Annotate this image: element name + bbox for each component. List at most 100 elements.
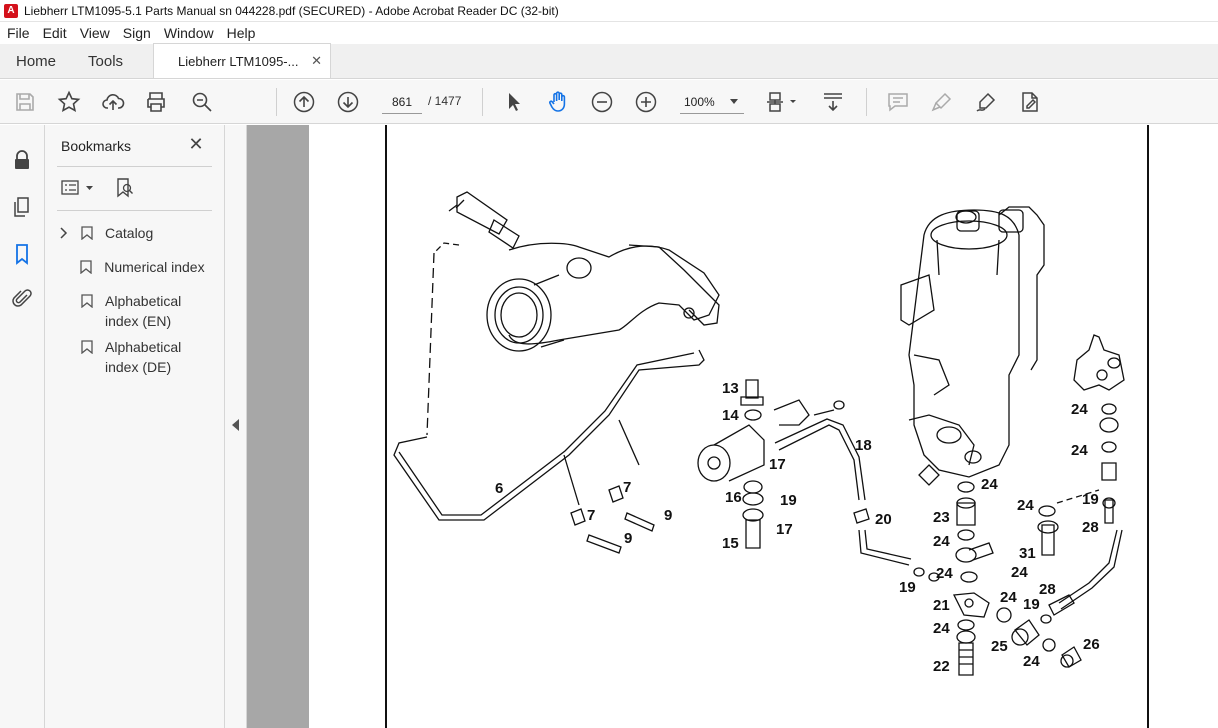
close-tab-icon[interactable]: ✕ — [311, 53, 323, 68]
part-label: 24 — [933, 533, 950, 550]
edit-document-icon[interactable] — [1018, 90, 1042, 114]
next-page-icon[interactable] — [336, 90, 360, 114]
part-label: 7 — [587, 507, 595, 524]
part-label: 24 — [933, 620, 950, 637]
print-icon[interactable] — [144, 90, 168, 114]
part-label: 19 — [899, 579, 916, 596]
part-label: 23 — [933, 509, 950, 526]
tab-bar: Home Tools Liebherr LTM1095-... ✕ — [0, 43, 1218, 79]
divider — [57, 166, 212, 167]
lock-icon[interactable] — [10, 148, 34, 172]
part-label: 22 — [933, 658, 950, 675]
part-label: 13 — [722, 380, 739, 397]
bookmark-label: Catalog — [105, 225, 154, 241]
toolbar — [0, 80, 1218, 124]
menu-edit[interactable]: Edit — [42, 25, 67, 41]
page-total: / 1477 — [428, 94, 462, 108]
menu-file[interactable]: File — [7, 25, 30, 41]
part-label: 24 — [1017, 497, 1034, 514]
select-cursor-icon[interactable] — [502, 90, 526, 114]
comment-icon[interactable] — [886, 90, 910, 114]
part-label: 9 — [624, 530, 632, 547]
acrobat-icon: A — [4, 3, 18, 18]
page-fit-icon[interactable] — [766, 90, 800, 114]
bookmarks-panel: Bookmarks ✕ Catalog Numerical index Alph… — [45, 125, 225, 728]
part-label: 19 — [780, 492, 797, 509]
bookmark-label: Alphabetical index (EN) — [105, 293, 182, 329]
part-label: 9 — [664, 507, 672, 524]
bookmark-icon — [81, 226, 93, 240]
panel-collapse-strip[interactable] — [225, 125, 247, 728]
bookmark-icon — [81, 340, 93, 354]
part-label: 18 — [855, 437, 872, 454]
part-label: 24 — [936, 565, 953, 582]
part-label: 20 — [875, 511, 892, 528]
bookmark-label: Numerical index — [104, 259, 205, 275]
bookmark-panel-icon[interactable] — [10, 242, 34, 266]
part-label: 17 — [769, 456, 786, 473]
parts-diagram: 13 14 18 6 7 7 9 9 17 16 19 17 15 20 24 … — [385, 125, 1149, 728]
left-rail — [0, 125, 45, 728]
document-viewer[interactable]: 13 14 18 6 7 7 9 9 17 16 19 17 15 20 24 … — [247, 125, 1218, 728]
bookmarks-title: Bookmarks — [61, 138, 132, 154]
page-number-input[interactable] — [382, 90, 422, 114]
window-title: Liebherr LTM1095-5.1 Parts Manual sn 044… — [24, 3, 559, 18]
previous-page-icon[interactable] — [292, 90, 316, 114]
new-bookmark-icon[interactable] — [113, 177, 135, 199]
toolbar-separator — [276, 88, 277, 116]
menu-window[interactable]: Window — [163, 25, 214, 41]
bookmark-numerical-index[interactable]: Numerical index — [59, 257, 219, 277]
menu-sign[interactable]: Sign — [122, 25, 151, 41]
menu-view[interactable]: View — [79, 25, 110, 41]
tab-tools[interactable]: Tools — [88, 52, 124, 70]
attachment-icon[interactable] — [10, 287, 34, 311]
collapse-arrow-icon[interactable] — [232, 419, 240, 434]
part-label: 7 — [623, 479, 631, 496]
scroll-mode-icon[interactable] — [821, 90, 845, 114]
close-bookmarks-icon[interactable]: ✕ — [188, 134, 204, 154]
bookmark-label: Alphabetical index (DE) — [105, 339, 182, 375]
drawing-lines — [393, 191, 1125, 676]
part-label: 24 — [1000, 589, 1017, 606]
part-label: 28 — [1039, 581, 1056, 598]
highlight-pen-icon[interactable] — [930, 90, 954, 114]
part-label: 26 — [1083, 636, 1100, 653]
part-label: 17 — [776, 521, 793, 538]
menu-help[interactable]: Help — [226, 25, 256, 41]
menu-bar: File Edit View Sign Window Help — [0, 22, 1218, 44]
zoom-out-icon[interactable] — [590, 90, 614, 114]
hand-tool-icon[interactable] — [546, 90, 570, 114]
part-label: 16 — [725, 489, 742, 506]
chevron-down-icon — [730, 98, 738, 104]
tab-document[interactable]: Liebherr LTM1095-... ✕ — [153, 43, 332, 78]
pdf-page: 13 14 18 6 7 7 9 9 17 16 19 17 15 20 24 … — [309, 125, 1218, 728]
bookmark-options-icon[interactable] — [61, 179, 97, 197]
sign-pen-icon[interactable] — [974, 90, 998, 114]
bookmark-catalog[interactable]: Catalog — [59, 223, 219, 249]
upload-cloud-icon[interactable] — [101, 90, 125, 114]
part-label: 24 — [1071, 401, 1088, 418]
save-icon[interactable] — [13, 90, 37, 114]
part-label: 19 — [1023, 596, 1040, 613]
part-label: 31 — [1019, 545, 1036, 562]
divider — [57, 210, 212, 211]
part-label: 21 — [933, 597, 950, 614]
bookmark-alphabetical-index-en[interactable]: Alphabetical index (EN) — [59, 291, 219, 331]
part-label: 24 — [1071, 442, 1088, 459]
zoom-search-icon[interactable] — [190, 90, 214, 114]
tab-home[interactable]: Home — [16, 52, 57, 70]
zoom-in-icon[interactable] — [634, 90, 658, 114]
zoom-select[interactable]: 100% — [680, 90, 744, 114]
bookmark-alphabetical-index-de[interactable]: Alphabetical index (DE) — [59, 337, 219, 377]
star-icon[interactable] — [57, 90, 81, 114]
part-label: 25 — [991, 638, 1008, 655]
tab-document-label: Liebherr LTM1095-... — [178, 53, 299, 69]
part-label: 24 — [1023, 653, 1040, 670]
part-label: 14 — [722, 407, 739, 424]
zoom-value: 100% — [684, 94, 715, 109]
part-label: 24 — [981, 476, 998, 493]
part-label: 24 — [1011, 564, 1028, 581]
chevron-right-icon[interactable] — [59, 223, 77, 249]
pages-icon[interactable] — [10, 195, 34, 219]
toolbar-separator — [866, 88, 867, 116]
